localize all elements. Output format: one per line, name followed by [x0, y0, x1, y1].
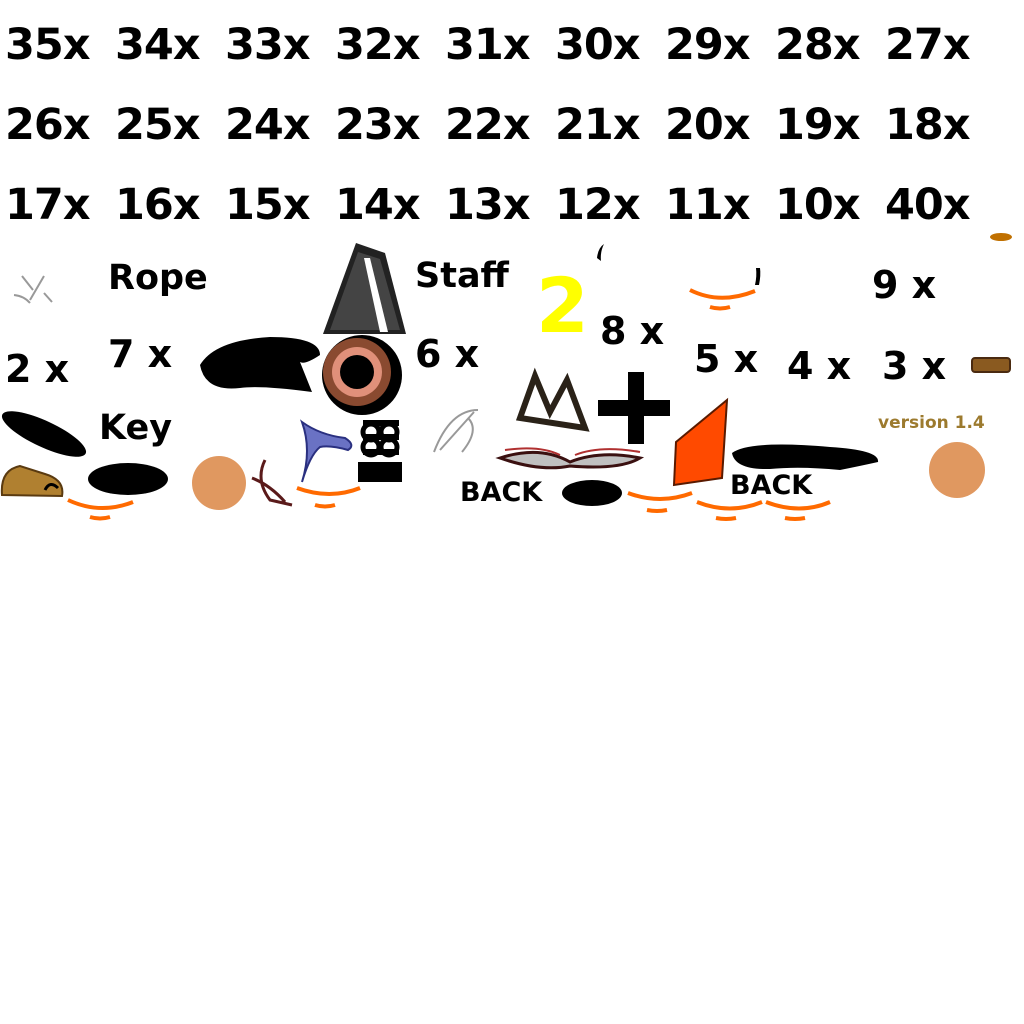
- multiplier-label: 12x: [555, 180, 641, 230]
- multiplier-label: 21x: [555, 100, 641, 150]
- multiplier-label: 20x: [665, 100, 751, 150]
- multiplier-label: 25x: [115, 100, 201, 150]
- count-5: 5 x: [694, 337, 759, 381]
- multiplier-label: 14x: [335, 180, 421, 230]
- back-button-2[interactable]: BACK: [730, 470, 813, 501]
- multiplier-label: 31x: [445, 20, 531, 70]
- orange-smile-icon-2: [67, 498, 134, 521]
- orange-smile-icon-5: [696, 500, 763, 521]
- black-blob-icon: [200, 337, 320, 392]
- black-slash-icon: [1, 411, 87, 457]
- multiplier-label: 26x: [5, 100, 91, 150]
- wood-plank-icon: [971, 357, 1011, 373]
- multiplier-label: 29x: [665, 20, 751, 70]
- tick-icon: [755, 268, 761, 285]
- rope-label: Rope: [108, 258, 208, 298]
- black-oval-icon: [88, 463, 168, 495]
- multiplier-label: 13x: [445, 180, 531, 230]
- orange-smile-icon-4: [627, 491, 693, 513]
- sparkle-icon: [13, 275, 53, 304]
- multiplier-label: 22x: [445, 100, 531, 150]
- feather-icon: [597, 244, 604, 261]
- eyes-icon: [495, 447, 645, 470]
- multiplier-label: 30x: [555, 20, 641, 70]
- multiplier-label: 15x: [225, 180, 311, 230]
- grub-icon: [0, 464, 64, 498]
- version-label: version 1.4: [878, 413, 985, 433]
- knot-icon: [358, 420, 402, 482]
- orange-flag-icon: [672, 397, 729, 487]
- long-blob-icon: [732, 444, 879, 470]
- count-3: 3 x: [882, 344, 947, 388]
- multiplier-label: 32x: [335, 20, 421, 70]
- plus-icon: [598, 372, 670, 444]
- multiplier-label: 34x: [115, 20, 201, 70]
- count-4: 4 x: [787, 344, 852, 388]
- multiplier-label: 24x: [225, 100, 311, 150]
- orange-smile-icon-6: [765, 500, 831, 521]
- multiplier-label: 28x: [775, 20, 861, 70]
- multiplier-label: 19x: [775, 100, 861, 150]
- yellow-two: 2: [536, 261, 589, 350]
- staff-label: Staff: [415, 256, 509, 296]
- leaf-icon: [251, 459, 293, 507]
- multiplier-label: 33x: [225, 20, 311, 70]
- count-6: 6 x: [415, 332, 480, 376]
- blue-hook-icon: [299, 419, 353, 483]
- back-button[interactable]: BACK: [460, 477, 543, 508]
- skin-ball-icon: [192, 456, 246, 510]
- multiplier-label: 40x: [885, 180, 971, 230]
- count-2: 2 x: [5, 347, 70, 391]
- multiplier-label: 10x: [775, 180, 861, 230]
- count-9: 9 x: [872, 263, 937, 307]
- multiplier-label: 16x: [115, 180, 201, 230]
- multiplier-label: 23x: [335, 100, 421, 150]
- count-7: 7 x: [108, 332, 173, 376]
- key-label: Key: [99, 408, 173, 448]
- black-oval-icon-2: [562, 480, 622, 506]
- multiplier-label: 18x: [885, 100, 971, 150]
- multiplier-label: 35x: [5, 20, 91, 70]
- multiplier-label: 11x: [665, 180, 751, 230]
- orange-smile-icon-3: [296, 486, 361, 509]
- orange-seed-icon: [990, 233, 1012, 241]
- skin-ball-icon-2: [929, 442, 985, 498]
- orange-smile-icon: [689, 288, 756, 311]
- multiplier-label: 17x: [5, 180, 91, 230]
- donut-ring-icon: [322, 335, 402, 415]
- bow-icon: [433, 409, 479, 453]
- count-8: 8 x: [600, 309, 665, 353]
- multiplier-label: 27x: [885, 20, 971, 70]
- crown-icon: [515, 367, 590, 432]
- staff-tip-icon: [323, 243, 406, 334]
